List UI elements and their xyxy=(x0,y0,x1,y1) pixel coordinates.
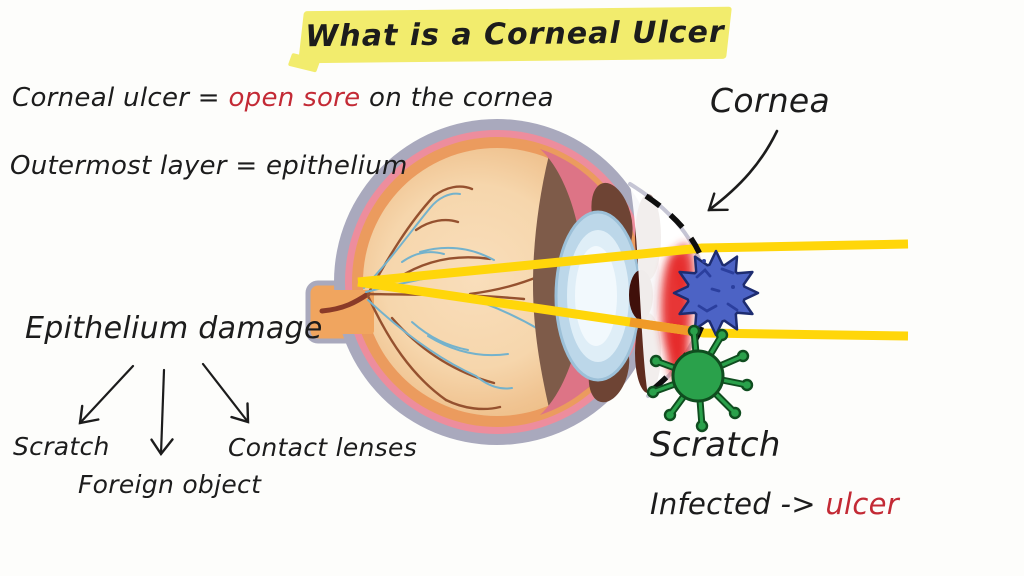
light-ray-orange-segment xyxy=(629,317,691,336)
fact1-suffix: on the cornea xyxy=(360,83,554,113)
cause-label-scratch: Scratch xyxy=(13,432,110,461)
virus-icon xyxy=(672,249,760,337)
damage-heading: Epithelium damage xyxy=(25,311,323,346)
cornea-label: Cornea xyxy=(710,81,831,120)
infected-ulcer-label: Infected -> ulcer xyxy=(650,487,900,521)
page-title: What is a Corneal Ulcer xyxy=(305,14,725,55)
arrow-to-scratch xyxy=(78,364,135,425)
arrow-to-contact-lenses xyxy=(201,362,250,424)
fact-line-epithelium: Outermost layer = epithelium xyxy=(10,151,408,181)
fact-line-definition: Corneal ulcer = open sore on the cornea xyxy=(12,83,554,114)
lens xyxy=(554,210,642,382)
bacteria-icon xyxy=(646,324,754,433)
damage-cause-arrows xyxy=(78,362,250,457)
fact1-highlight-open-sore: open sore xyxy=(228,83,361,113)
light-ray-bottom xyxy=(357,277,909,341)
light-ray-top xyxy=(357,239,909,287)
cause-label-contact-lenses: Contact lenses xyxy=(228,433,418,462)
infected-prefix: Infected -> xyxy=(650,487,826,521)
arrow-to-foreign-object xyxy=(150,368,174,457)
optic-nerve-canal xyxy=(330,290,374,334)
light-rays xyxy=(357,239,909,341)
ulcer-highlight: ulcer xyxy=(825,487,900,521)
fact1-prefix: Corneal ulcer = xyxy=(12,83,229,113)
title-banner: What is a Corneal Ulcer xyxy=(298,6,732,64)
cornea-pointer-arrow xyxy=(707,129,779,212)
scratch-label-right: Scratch xyxy=(650,425,781,465)
cause-label-foreign-object: Foreign object xyxy=(78,470,262,499)
